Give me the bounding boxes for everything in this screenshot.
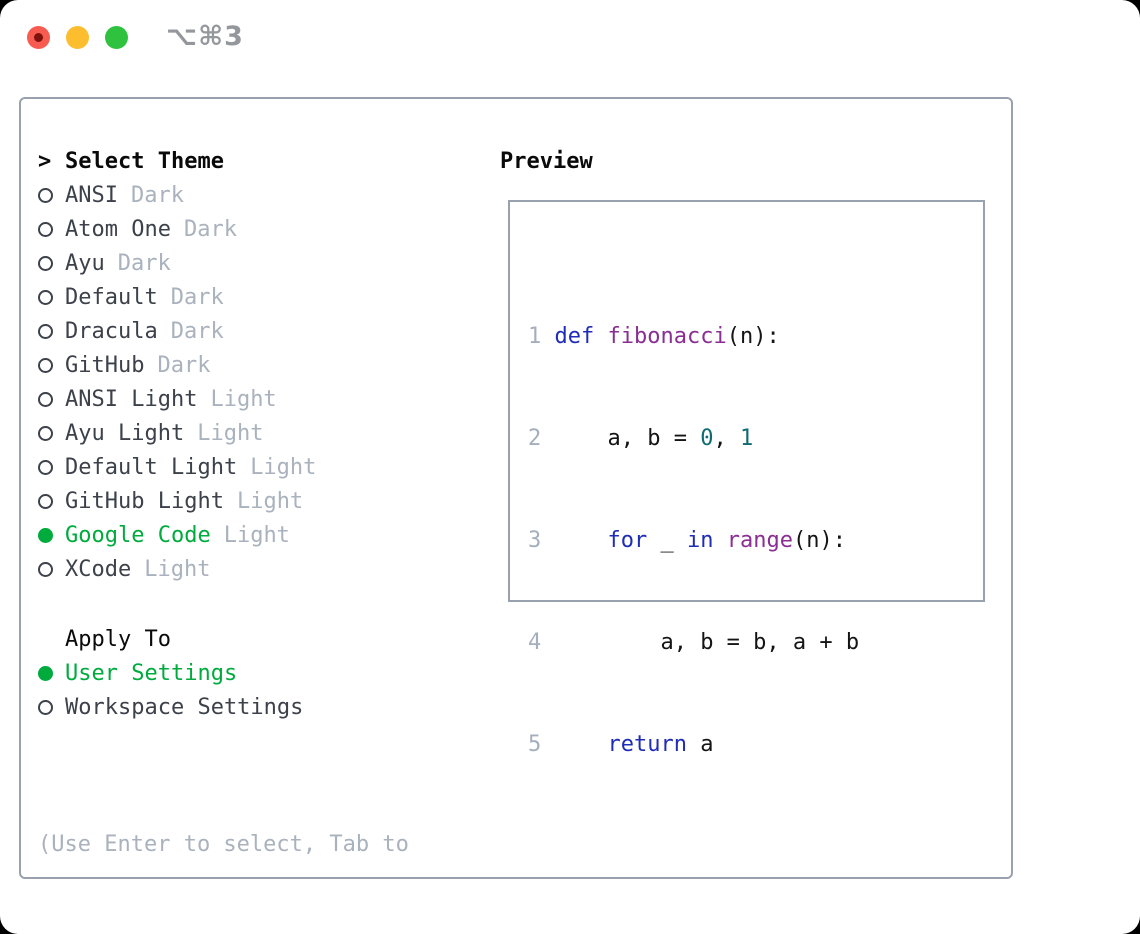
code-preview: 1 def fibonacci(n): 2 a, b = 0, 1 3 for … (528, 252, 939, 934)
apply-option-user-settings[interactable]: User Settings (38, 656, 303, 690)
minimize-traffic-light-button[interactable] (66, 26, 89, 49)
theme-list-header: > Select Theme (38, 144, 316, 178)
code-line: 2 a, b = 0, 1 (528, 426, 754, 451)
radio-icon (38, 323, 53, 339)
zoom-traffic-light-button[interactable] (105, 26, 128, 49)
radio-icon (38, 221, 53, 237)
theme-option-atom-one-dark[interactable]: Atom One Dark (38, 212, 316, 246)
preview-box (508, 200, 985, 602)
radio-icon (38, 187, 53, 203)
apply-to-title: Apply To (65, 626, 171, 652)
code-line: 5 return a (528, 732, 714, 757)
theme-variant-label: Light (197, 420, 264, 446)
theme-option-ayu-light[interactable]: Ayu Light Light (38, 416, 316, 450)
code-line: 3 for _ in range(n): (528, 528, 846, 553)
focus-caret-icon: > (38, 148, 52, 174)
apply-to-header: Apply To (38, 622, 303, 656)
radio-icon (38, 255, 53, 271)
theme-variant-label: Dark (130, 182, 184, 208)
code-line-blank (528, 830, 939, 864)
theme-variant-label: Light (210, 386, 277, 412)
theme-option-ansi-dark[interactable]: ANSI Dark (38, 178, 316, 212)
radio-icon (38, 699, 53, 715)
theme-option-xcode-light[interactable]: XCode Light (38, 552, 316, 586)
radio-icon (38, 357, 53, 373)
theme-variant-label: Light (144, 556, 211, 582)
radio-icon (38, 391, 53, 407)
theme-option-github-dark[interactable]: GitHub Dark (38, 348, 316, 382)
theme-variant-label: Dark (183, 216, 237, 242)
radio-icon (38, 289, 53, 305)
theme-option-default-light[interactable]: Default Light Light (38, 450, 316, 484)
theme-option-ayu-dark[interactable]: Ayu Dark (38, 246, 316, 280)
theme-variant-label: Light (236, 488, 304, 514)
code-line: 1 def fibonacci(n): (528, 324, 780, 349)
theme-option-ansi-light[interactable]: ANSI Light Light (38, 382, 316, 416)
theme-option-default-dark[interactable]: Default Dark (38, 280, 316, 314)
preview-title: Preview (500, 148, 593, 174)
radio-icon (38, 425, 53, 441)
theme-variant-label: Light (250, 454, 317, 480)
apply-to-list: Apply To User Settings Workspace Setting… (38, 622, 303, 724)
theme-option-google-code-light[interactable]: Google Code Light (38, 518, 316, 552)
theme-picker-panel (19, 97, 1013, 879)
theme-option-dracula-dark[interactable]: Dracula Dark (38, 314, 316, 348)
radio-icon (38, 561, 53, 577)
theme-variant-label: Dark (170, 284, 224, 310)
keyboard-hint-line2: change focus) (38, 930, 409, 934)
radio-selected-icon (38, 665, 53, 681)
code-line: 4 a, b = b, a + b (528, 630, 860, 655)
theme-list-title: Select Theme (65, 148, 224, 174)
radio-icon (38, 493, 53, 509)
close-traffic-light-button[interactable] (27, 26, 50, 49)
theme-variant-label: Light (223, 522, 290, 548)
keyboard-hint-line1: (Use Enter to select, Tab to (38, 832, 409, 857)
theme-option-github-light[interactable]: GitHub Light Light (38, 484, 316, 518)
theme-variant-label: Dark (117, 250, 171, 276)
radio-selected-icon (38, 527, 53, 543)
apply-option-workspace-settings[interactable]: Workspace Settings (38, 690, 303, 724)
theme-list: > Select Theme ANSI Dark Atom One Dark A… (38, 144, 316, 586)
theme-variant-label: Dark (157, 352, 211, 378)
radio-icon (38, 459, 53, 475)
theme-variant-label: Dark (170, 318, 224, 344)
keyboard-hint: (Use Enter to select, Tab to change focu… (38, 760, 409, 934)
window-title-shortcut: ⌥⌘3 (166, 21, 244, 52)
